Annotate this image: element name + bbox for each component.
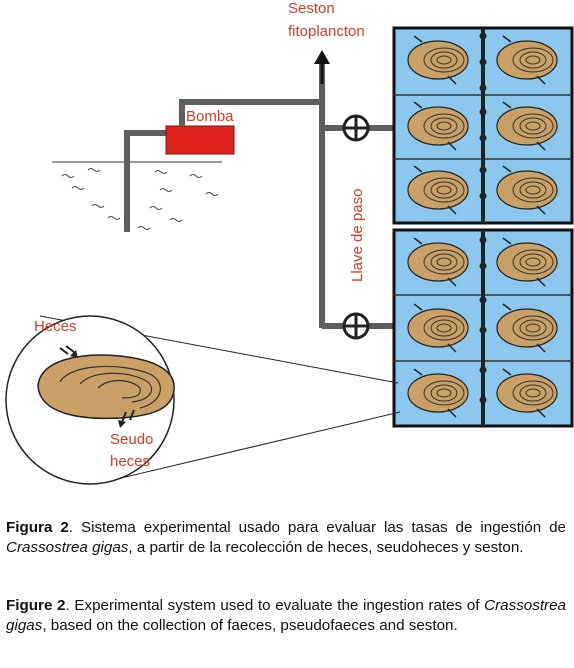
oyster-icon (407, 237, 469, 287)
oyster-icon (407, 35, 469, 85)
fitoplancton-label: fitoplancton (288, 23, 365, 40)
caption-spanish: Figura 2. Sistema experimental usado par… (6, 518, 566, 558)
caption-es-label: Figura 2 (6, 519, 69, 536)
oyster-icon (496, 237, 558, 287)
oyster-icon (496, 101, 558, 151)
lower-valve-icon (342, 312, 370, 340)
zoom-line-bottom (99, 411, 401, 484)
water-waves (61, 168, 219, 230)
oyster-icon (407, 368, 469, 418)
caption-es-text-after: , a partir de la recolección de heces, s… (128, 539, 524, 556)
heces-second-label: heces (110, 453, 150, 470)
bomba-label: Bomba (186, 108, 234, 125)
oyster-icon (407, 165, 469, 215)
seudo-label: Seudo (110, 431, 153, 448)
seston-label: Seston (288, 0, 335, 17)
oyster-icon (496, 368, 558, 418)
llave-de-paso-label: Llave de paso (349, 189, 366, 282)
oyster-icon (407, 101, 469, 151)
oyster-icon (407, 303, 469, 353)
caption-en-label: Figure 2 (6, 597, 66, 614)
heces-label: Heces (34, 318, 77, 335)
oyster-icon (496, 165, 558, 215)
oyster-icon (496, 303, 558, 353)
caption-en-text-after: , based on the collection of faeces, pse… (42, 617, 458, 634)
magnified-oyster (37, 345, 175, 428)
pump (165, 125, 235, 155)
experimental-system-diagram: Seston fitoplancton Bomba Llave de paso (5, 0, 574, 485)
caption-es-text-before: . Sistema experimental usado para evalua… (68, 519, 566, 536)
intake-pipe (124, 130, 166, 232)
caption-en-text-before: . Experimental system used to evaluate t… (65, 597, 485, 614)
pump-outlet-pipe (179, 99, 322, 126)
oyster-icon (496, 35, 558, 85)
caption-en-species: Crassostrea gigas (6, 597, 566, 634)
upper-valve-icon (342, 114, 370, 142)
seston-arrow-up (314, 50, 330, 64)
caption-es-species: Crassostrea gigas (6, 539, 129, 556)
tank-rack (392, 26, 574, 428)
oyster-compartments (407, 35, 558, 418)
caption-english: Figure 2. Experimental system used to ev… (6, 596, 566, 636)
